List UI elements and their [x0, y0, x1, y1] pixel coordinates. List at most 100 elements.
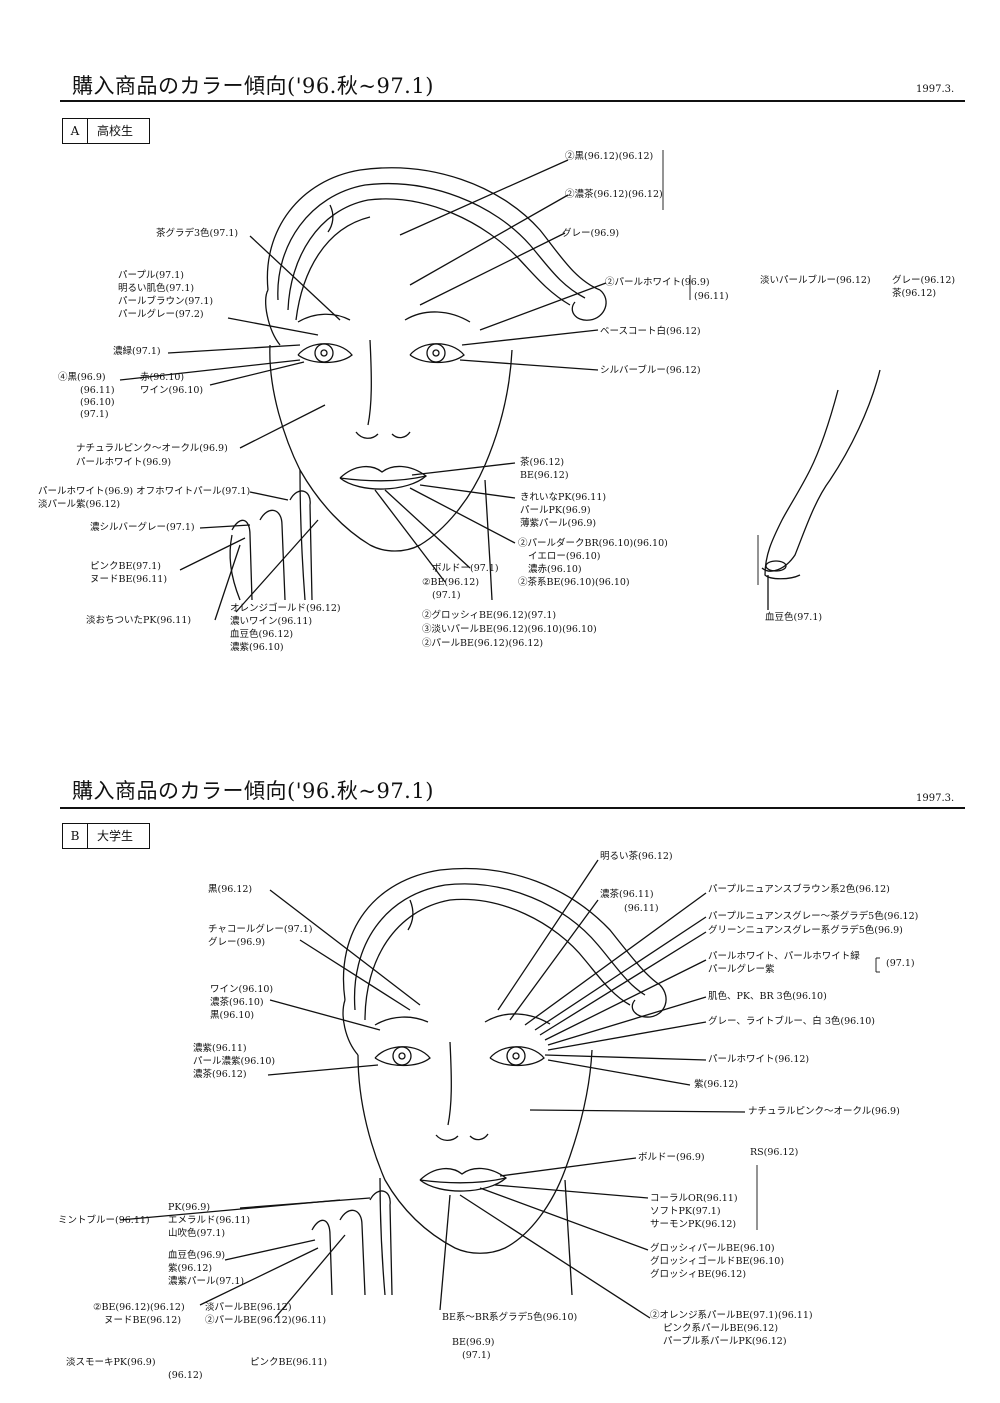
section-label-b: B 大学生 — [62, 823, 150, 849]
label-b: パールホワイト(96.12) — [708, 1054, 810, 1065]
label-b: 山吹色(97.1) — [168, 1228, 226, 1239]
label-a: (97.1) — [432, 590, 461, 601]
label-b: コーラルOR(96.11) — [650, 1193, 738, 1204]
label-a: パールPK(96.9) — [520, 505, 591, 516]
label-a: BE(96.12) — [520, 470, 569, 481]
label-a: きれいなPK(96.11) — [520, 492, 607, 503]
label-b: 濃紫(96.11) — [193, 1043, 247, 1054]
label-a: パールグレー(97.2) — [118, 309, 204, 320]
label-a: 淡いパールブルー(96.12) — [760, 275, 871, 286]
label-a: 濃赤(96.10) — [528, 564, 582, 575]
label-b: 黒(96.12) — [208, 884, 253, 895]
section-group-b: 大学生 — [97, 829, 134, 843]
label-a: パールホワイト(96.9) — [76, 457, 172, 468]
label-b: チャコールグレー(97.1) — [208, 924, 313, 935]
page-title-b: 購入商品のカラー傾向('96.秋~97.1) — [72, 779, 434, 803]
label-b: パールホワイト、パールホワイト緑 — [708, 951, 860, 962]
label-a: ピンクBE(97.1) — [90, 561, 161, 572]
label-b: (96.12) — [168, 1370, 203, 1381]
label-b: ソフトPK(97.1) — [650, 1206, 721, 1217]
label-b: エメラルド(96.11) — [168, 1215, 251, 1226]
label-a: ワイン(96.10) — [140, 385, 204, 396]
label-b: グロッシィゴールドBE(96.10) — [650, 1256, 785, 1267]
label-a: ヌードBE(96.11) — [90, 574, 168, 585]
label-a: ボルドー(97.1) — [432, 563, 499, 574]
label-b: 黒(96.10) — [210, 1010, 255, 1021]
label-a: 濃紫(96.10) — [230, 642, 284, 653]
face-drawing-b — [119, 859, 880, 1319]
label-b: (97.1) — [462, 1350, 491, 1361]
label-b: パールグレー紫 — [708, 964, 775, 975]
label-b: BE(96.9) — [452, 1337, 495, 1348]
label-b: 淡スモーキPK(96.9) — [66, 1357, 156, 1368]
label-b: ボルドー(96.9) — [638, 1152, 705, 1163]
label-b: ②オレンジ系パールBE(97.1)(96.11) — [650, 1310, 813, 1321]
label-a: ②茶系BE(96.10)(96.10) — [518, 577, 630, 588]
label-a: 濃シルバーグレー(97.1) — [90, 522, 195, 533]
label-b: 明るい茶(96.12) — [600, 851, 673, 862]
label-a: 茶(96.12) — [520, 457, 565, 468]
label-b: パープル系パールPK(96.12) — [663, 1336, 787, 1347]
label-a: パールホワイト(96.9) オフホワイトパール(97.1) — [38, 486, 251, 497]
label-b: 濃紫パール(97.1) — [168, 1276, 245, 1287]
label-a: ③淡いパールBE(96.12)(96.10)(96.10) — [422, 624, 597, 635]
face-drawing-a — [119, 150, 881, 621]
label-b: ピンク系パールBE(96.12) — [663, 1323, 779, 1334]
label-a: イエロー(96.10) — [528, 551, 601, 562]
label-b: ワイン(96.10) — [210, 984, 274, 995]
section-letter-b: B — [63, 824, 88, 848]
label-b: ピンクBE(96.11) — [250, 1357, 328, 1368]
label-a: (97.1) — [80, 409, 109, 420]
label-b: 濃茶(96.12) — [193, 1069, 247, 1080]
section-label-a: A 高校生 — [62, 118, 150, 144]
label-b: ミントブルー(96.11) — [58, 1215, 150, 1226]
label-b: 血豆色(96.9) — [168, 1250, 226, 1261]
divider-b — [60, 807, 965, 809]
label-b: ナチュラルピンク〜オークル(96.9) — [748, 1106, 900, 1117]
label-b: グロッシィパールBE(96.10) — [650, 1243, 775, 1254]
label-a: 茶グラデ3色(97.1) — [156, 228, 239, 239]
label-b: PK(96.9) — [168, 1202, 211, 1213]
date-a: 1997.3. — [916, 84, 955, 95]
label-b: グレー、ライトブルー、白 3色(96.10) — [708, 1016, 875, 1027]
label-a: ②パールダークBR(96.10)(96.10) — [518, 538, 668, 549]
label-a: ②濃茶(96.12)(96.12) — [565, 189, 663, 200]
label-b: (96.11) — [624, 903, 659, 914]
label-a: グレー(96.12) — [892, 275, 956, 286]
label-a: グレー(96.9) — [562, 228, 620, 239]
label-b: ②パールBE(96.12)(96.11) — [205, 1315, 327, 1326]
label-a: (96.11) — [80, 385, 115, 396]
divider-a — [60, 100, 965, 102]
label-a: 濃いワイン(96.11) — [230, 616, 313, 627]
label-a: ベースコート白(96.12) — [600, 326, 701, 337]
label-a: パールブラウン(97.1) — [118, 296, 214, 307]
label-a: ナチュラルピンク〜オークル(96.9) — [76, 443, 228, 454]
label-a: 濃緑(97.1) — [113, 346, 161, 357]
label-b: グレー(96.9) — [208, 937, 266, 948]
label-b: サーモンPK(96.12) — [650, 1219, 737, 1230]
label-b: 肌色、PK、BR 3色(96.10) — [708, 991, 827, 1002]
label-b: RS(96.12) — [750, 1147, 799, 1158]
label-a: オレンジゴールド(96.12) — [230, 603, 341, 614]
label-b: 濃茶(96.11) — [600, 889, 654, 900]
label-b: ヌードBE(96.12) — [104, 1315, 182, 1326]
label-b: ②BE(96.12)(96.12) — [93, 1302, 185, 1313]
date-b: 1997.3. — [916, 793, 955, 804]
label-a: 血豆色(96.12) — [230, 629, 294, 640]
label-a: 淡パール紫(96.12) — [38, 499, 121, 510]
label-a: ②グロッシィBE(96.12)(97.1) — [422, 610, 557, 621]
label-a: パープル(97.1) — [118, 270, 184, 281]
section-group-a: 高校生 — [97, 124, 134, 138]
label-b: パール濃紫(96.10) — [193, 1056, 276, 1067]
label-a: ④黒(96.9) — [58, 372, 106, 383]
label-a: ②BE(96.12) — [422, 577, 480, 588]
label-a: (96.10) — [80, 397, 115, 408]
label-b: 淡パールBE(96.12) — [205, 1302, 292, 1313]
label-b: 紫(96.12) — [694, 1079, 739, 1090]
label-a: 茶(96.12) — [892, 288, 937, 299]
label-b: グロッシィBE(96.12) — [650, 1269, 747, 1280]
label-b: 濃茶(96.10) — [210, 997, 264, 1008]
label-a: (96.11) — [694, 291, 729, 302]
label-a: 赤(96.10) — [140, 372, 185, 383]
